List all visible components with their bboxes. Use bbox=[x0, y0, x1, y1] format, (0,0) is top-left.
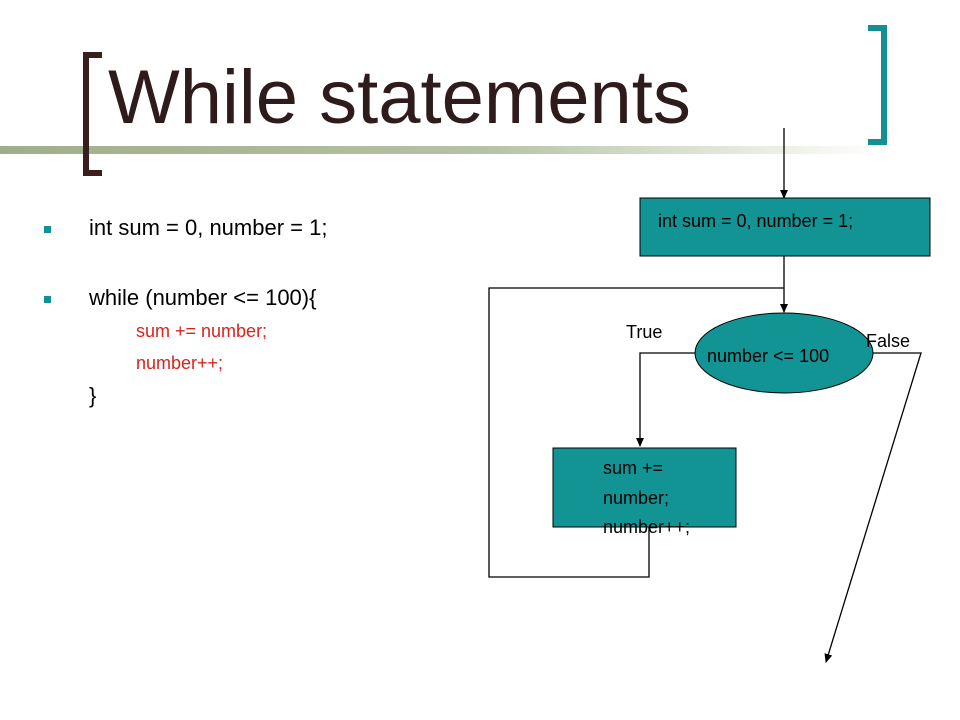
body-text-line1: sum += bbox=[603, 458, 664, 478]
code-line-while: while (number <= 100){ bbox=[89, 285, 317, 310]
code-closing-brace: } bbox=[89, 383, 97, 408]
condition-text: number <= 100 bbox=[707, 346, 830, 366]
page-title: While statements bbox=[108, 55, 691, 140]
init-box bbox=[639, 197, 931, 257]
title-accent-bar bbox=[0, 146, 880, 154]
bullet-icon bbox=[44, 296, 51, 303]
init-box-text: int sum = 0, number = 1; bbox=[658, 211, 854, 231]
loop-back-line bbox=[488, 287, 784, 578]
bullet-icon bbox=[44, 226, 51, 233]
code-body-increment: number++; bbox=[136, 353, 224, 373]
left-bracket-icon bbox=[83, 52, 102, 176]
true-branch-arrow bbox=[636, 352, 695, 447]
false-branch-arrow bbox=[824, 352, 922, 663]
right-bracket-icon bbox=[868, 25, 887, 145]
loop-body-box bbox=[552, 447, 737, 528]
body-text-line3: number++; bbox=[603, 517, 691, 537]
code-line-init: int sum = 0, number = 1; bbox=[89, 215, 328, 240]
body-text-line2: number; bbox=[603, 488, 670, 508]
true-label: True bbox=[626, 322, 663, 342]
false-label: False bbox=[866, 331, 911, 351]
code-body-sum: sum += number; bbox=[136, 321, 268, 341]
